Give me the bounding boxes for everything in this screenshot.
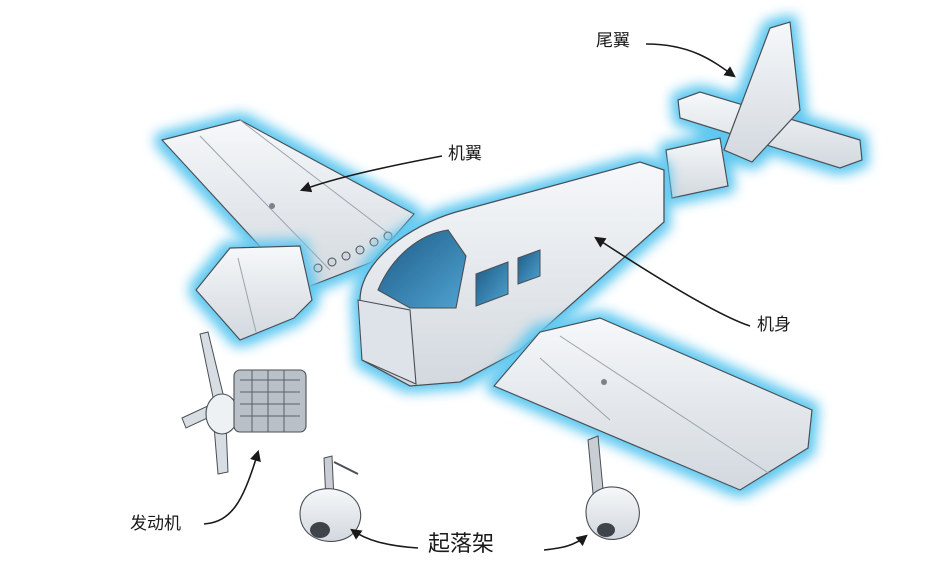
leader-arrows xyxy=(203,43,751,551)
arrow-gear-left xyxy=(350,528,419,549)
cabin-window-1 xyxy=(475,261,509,307)
nose-landing-gear xyxy=(299,455,362,542)
arrow-tail xyxy=(645,43,736,78)
windshield xyxy=(377,229,467,309)
right-wing xyxy=(493,317,813,491)
label-engine: 发动机 xyxy=(130,514,181,534)
engine-cowling xyxy=(195,245,313,341)
propeller-blade-top xyxy=(199,331,225,403)
label-wing: 机翼 xyxy=(448,144,482,164)
vertical-stabilizer xyxy=(723,21,801,163)
arrow-fuselage xyxy=(594,236,751,327)
fuselage-nose-panel xyxy=(357,299,417,385)
spinner xyxy=(205,393,239,435)
label-tail: 尾翼 xyxy=(596,31,630,51)
engine-block xyxy=(233,369,307,433)
label-fuselage: 机身 xyxy=(757,315,791,335)
cabin-window-2 xyxy=(517,249,541,285)
right-wing-panel xyxy=(493,317,813,491)
arrow-wing xyxy=(299,155,443,193)
tail-cone xyxy=(665,137,729,199)
label-landing-gear: 起落架 xyxy=(428,532,495,557)
arrow-engine xyxy=(203,449,261,525)
main-landing-gear xyxy=(585,435,640,540)
wing-root-fittings xyxy=(313,231,393,273)
arrow-gear-right xyxy=(543,534,588,551)
fuselage xyxy=(357,161,665,387)
tail-assembly xyxy=(665,21,863,199)
fuselage-body xyxy=(359,161,665,387)
engine-with-propeller xyxy=(181,331,307,475)
